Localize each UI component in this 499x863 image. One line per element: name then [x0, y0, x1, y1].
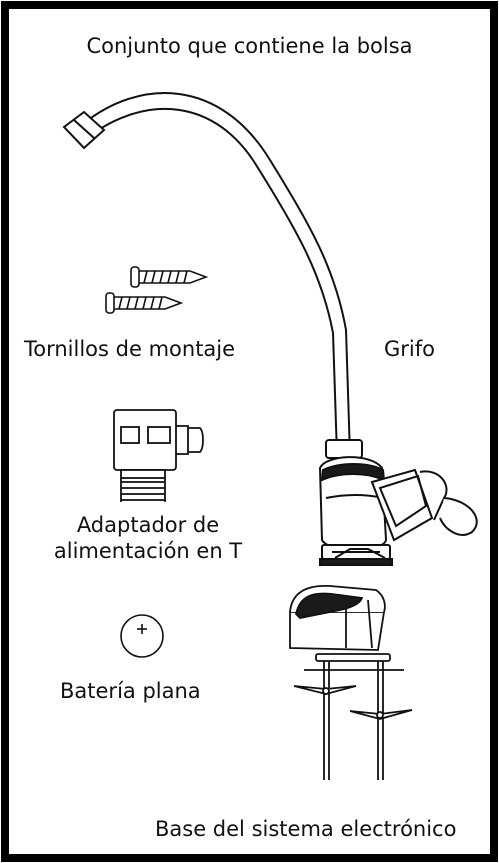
battery-drawing: [120, 614, 164, 658]
electronic-base-drawing: [289, 585, 413, 780]
electronic-base-label: Base del sistema electrónico: [155, 817, 457, 841]
screws-drawing: [105, 266, 209, 314]
diagram-title: Conjunto que contiene la bolsa: [86, 34, 413, 58]
t-adapter-label: Adaptador de alimentación en T: [53, 513, 243, 564]
battery-label: Batería plana: [60, 679, 201, 703]
faucet-drawing: [62, 92, 478, 566]
faucet-label: Grifo: [384, 337, 435, 361]
mounting-screws-label: Tornillos de montaje: [24, 337, 236, 361]
adapter-drawing: [113, 409, 204, 502]
